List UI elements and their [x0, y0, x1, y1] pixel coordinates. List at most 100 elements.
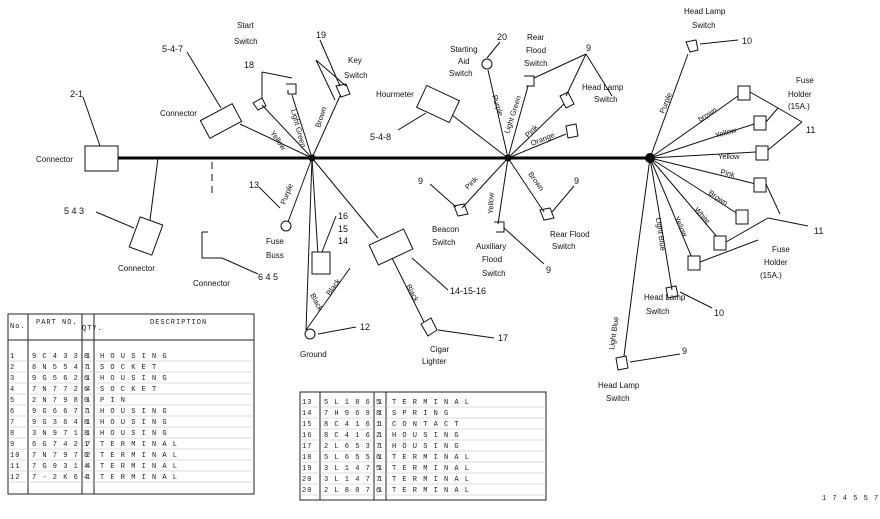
ref-10a: 10	[742, 36, 752, 46]
left-table-row-10-col-1: 10	[10, 452, 20, 460]
key-switch-label-2: Switch	[344, 71, 368, 80]
ref-17: 17	[498, 333, 508, 343]
left-table-row-1-col-4: H O U S I N G	[100, 353, 168, 361]
right-table-row-1-col-3: 1	[378, 399, 383, 407]
hourmeter	[415, 84, 461, 124]
wire-black-a: Black	[308, 292, 325, 313]
fuse-holder-top-label-2: Holder	[788, 90, 812, 99]
ref-10b: 10	[714, 308, 724, 318]
fuse-top-1	[737, 85, 751, 101]
left-table-row-8-col-2: 3 N 9 7 1 8	[32, 430, 89, 438]
ref-18: 18	[244, 60, 254, 70]
ground-connector	[311, 251, 331, 275]
start-switch-label-2: Switch	[234, 37, 258, 46]
parts-table-left: No. PART NO. QTY. DESCRIPTION	[7, 313, 255, 495]
fuse-holder-top-label-1: Fuse	[796, 76, 814, 85]
ground-label: Ground	[300, 350, 327, 359]
ref-5-4-8: 5-4-8	[370, 132, 391, 142]
head-lamp-mid-label-2: Switch	[594, 95, 618, 104]
fuse-holder-bottom-label-3: (15A.)	[760, 271, 782, 280]
figure-id: 1 7 4 5 5 7	[822, 495, 879, 503]
wire-yellow-b: Yellow	[486, 192, 496, 214]
rear-flood-top-label-2: Flood	[526, 46, 546, 55]
head-lamp-low-terminal	[665, 285, 679, 299]
fuse-bottom-4	[687, 255, 701, 271]
left-table-row-3-col-2: 9 G 5 6 2 6	[32, 375, 89, 383]
key-switch-terminal	[335, 83, 351, 98]
rear-flood-terminal-top	[524, 75, 535, 87]
left-table-row-10-col-4: T E R M I N A L	[100, 452, 178, 460]
left-table-row-9-col-3: 7	[86, 441, 91, 449]
start-switch-label-1: Start	[237, 21, 255, 30]
ref-11b: 11	[814, 226, 823, 236]
svg-text:No.: No.	[10, 323, 26, 331]
left-table-row-3-col-4: H O U S I N G	[100, 375, 168, 383]
fuse-buss-label-1: Fuse	[266, 237, 284, 246]
right-table-row-1-col-4: T E R M I N A L	[392, 399, 470, 407]
left-table-row-10-col-3: 2	[86, 452, 91, 460]
connector-bottom-label: Connector	[118, 264, 155, 273]
wire-brown-a: Brown	[313, 106, 328, 129]
left-table-row-1-col-1: 1	[10, 353, 15, 361]
right-table-row-2-col-2: 7 H 9 6 9 8	[324, 410, 381, 418]
left-table-row-7-col-1: 7	[10, 419, 15, 427]
ref-5-4-3: 5 4 3	[64, 206, 84, 216]
wire-pink-c: Pink	[720, 167, 737, 179]
head-lamp-low-label-2: Switch	[646, 307, 670, 316]
right-table-row-7-col-2: 3 L 1 4 7 5	[324, 465, 381, 473]
ground-terminal	[304, 328, 316, 340]
auxiliary-flood-terminal	[494, 221, 505, 233]
right-table-row-9-col-3: 1	[378, 487, 383, 495]
right-table-row-9-col-4: T E R M I N A L	[392, 487, 470, 495]
fuse-bottom-3	[713, 235, 727, 251]
starting-aid-label-2: Aid	[458, 57, 470, 66]
ref-5-4-7: 5-4-7	[162, 44, 183, 54]
left-table-row-12-col-2: 7 - 2 K 6 4	[32, 474, 89, 482]
fuse-holder-bottom-label-2: Holder	[764, 258, 788, 267]
beacon-label-1: Beacon	[432, 225, 459, 234]
connector-5-4-3	[128, 216, 164, 256]
parts-table-right	[299, 391, 547, 501]
wire-purple-a: Purple	[279, 182, 295, 205]
hourmeter-label: Hourmeter	[376, 90, 414, 99]
head-lamp-top-terminal	[685, 39, 699, 53]
right-table-row-6-col-2: 5 L 6 5 5 6	[324, 454, 381, 462]
left-table-row-4-col-1: 4	[10, 386, 15, 394]
right-table-row-8-col-1: 20	[302, 476, 312, 484]
wire-pink-b: Pink	[463, 174, 480, 191]
left-table-row-2-col-3: 1	[86, 364, 91, 372]
left-table-row-5-col-3: 1	[86, 397, 91, 405]
fuse-top-3	[755, 145, 769, 161]
right-table-row-4-col-4: H O U S I N G	[392, 432, 460, 440]
left-table-row-12-col-3: 1	[86, 474, 91, 482]
left-table-row-11-col-2: 7 G 9 3 1 4	[32, 463, 89, 471]
left-table-row-3-col-3: 1	[86, 375, 91, 383]
fuse-holder-top-label-3: (15A.)	[788, 102, 810, 111]
right-table-row-8-col-4: T E R M I N A L	[392, 476, 470, 484]
wire-light-green-a: Light Green	[289, 108, 308, 148]
right-table-row-2-col-3: 1	[378, 410, 383, 418]
ref-12: 12	[360, 322, 370, 332]
starting-aid-label-3: Switch	[449, 69, 473, 78]
wire-yellow-a: Yellow	[268, 129, 288, 152]
left-table-row-6-col-2: 9 G 6 6 7 7	[32, 408, 89, 416]
head-lamp-bottom-label-1: Head Lamp	[598, 381, 640, 390]
left-table-row-4-col-3: 4	[86, 386, 91, 394]
right-table-row-3-col-4: C O N T A C T	[392, 421, 460, 429]
left-table-row-5-col-4: P I N	[100, 397, 126, 405]
starting-aid-terminal	[481, 58, 493, 70]
ref-9d: 9	[574, 176, 579, 186]
key-switch-label-1: Key	[348, 56, 362, 65]
left-table-row-4-col-2: 7 N 7 7 2 6	[32, 386, 89, 394]
right-table-row-4-col-3: 1	[378, 432, 383, 440]
auxiliary-flood-label-2: Flood	[482, 255, 502, 264]
wire-yellow-c: Yellow	[714, 125, 738, 140]
ref-14-15-16: 14-15-16	[450, 286, 486, 296]
ref-2-1: 2-1	[70, 89, 83, 99]
ref-9b: 9	[418, 176, 423, 186]
rear-flood-bottom-terminal	[539, 207, 555, 221]
right-table-row-8-col-2: 3 L 1 4 7 7	[324, 476, 381, 484]
right-table-row-6-col-1: 18	[302, 454, 312, 462]
right-table-row-9-col-2: 2 L 8 0 7 6	[324, 487, 381, 495]
